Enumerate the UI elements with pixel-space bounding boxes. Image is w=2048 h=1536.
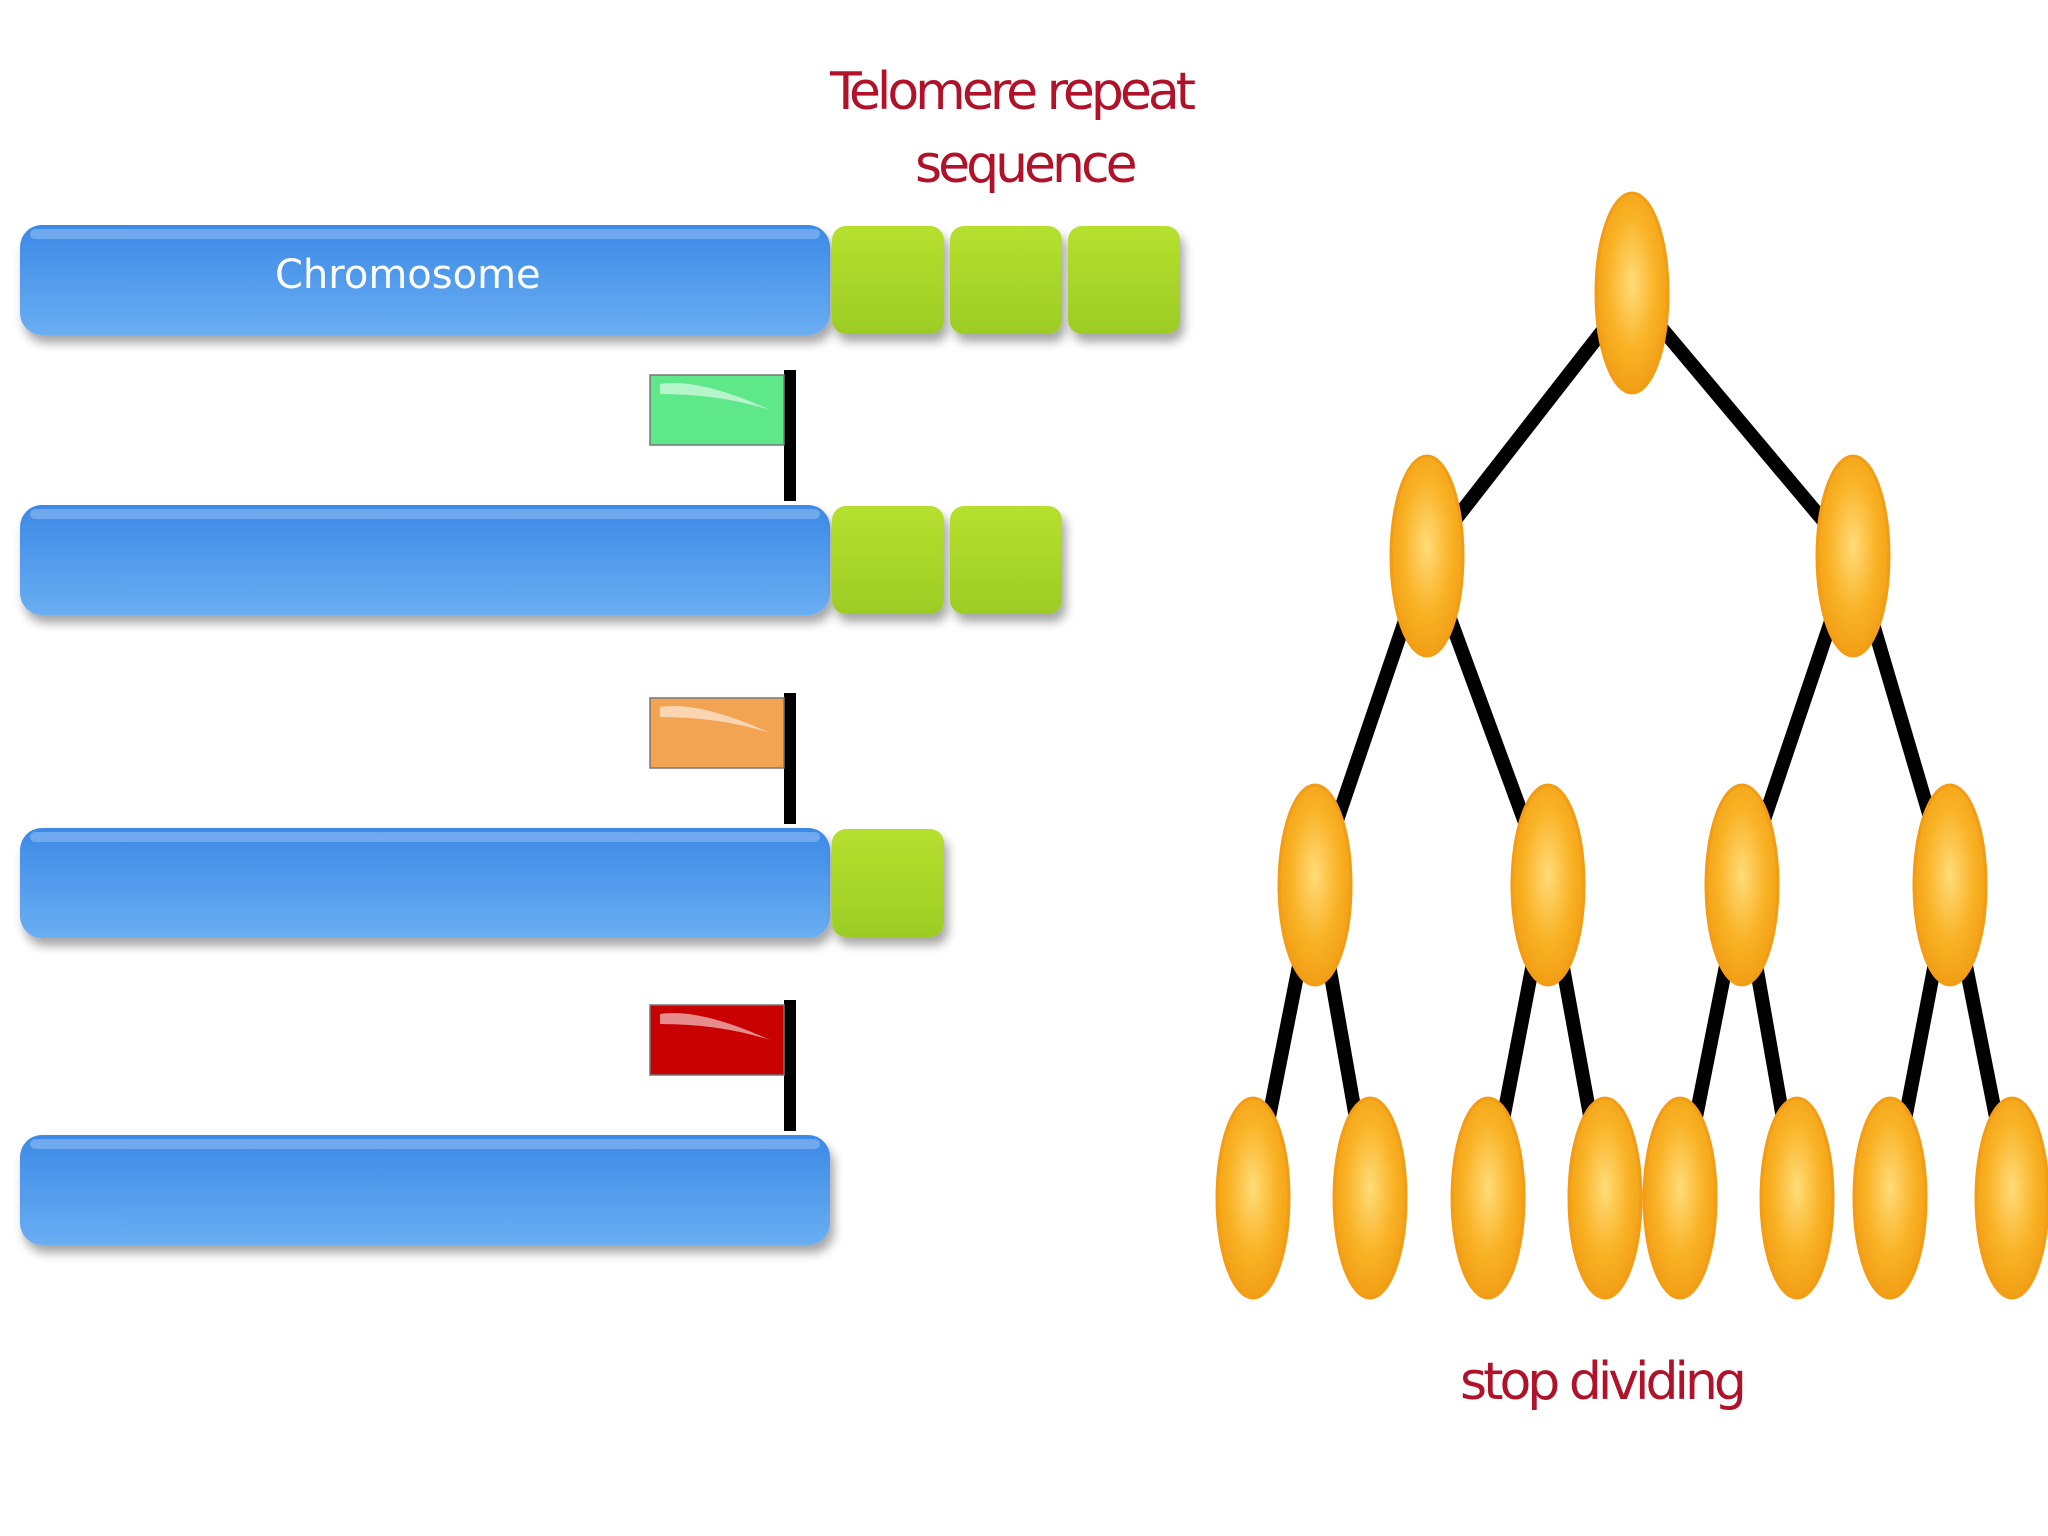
telomere-block bbox=[832, 226, 944, 334]
cell bbox=[1852, 1096, 1928, 1300]
cell bbox=[1567, 1096, 1643, 1300]
cell bbox=[1815, 454, 1891, 658]
cell bbox=[1759, 1096, 1835, 1300]
cells bbox=[1215, 191, 2048, 1300]
chromosome-label: Chromosome bbox=[275, 252, 541, 298]
telomere-block bbox=[1068, 226, 1180, 334]
chromosome-highlight bbox=[30, 832, 820, 842]
chromosome-bar bbox=[20, 225, 830, 335]
division-line bbox=[1626, 288, 1859, 561]
division-line bbox=[1421, 288, 1638, 561]
telomere-label-line2: sequence bbox=[915, 135, 1138, 195]
chromosome-row bbox=[20, 370, 1062, 615]
chromosome-row bbox=[20, 1000, 830, 1245]
telomere-label-line1: Telomere repeat bbox=[830, 62, 1196, 122]
cell bbox=[1912, 783, 1988, 987]
chromosome-highlight bbox=[30, 509, 820, 519]
flag-gloss bbox=[660, 1013, 770, 1040]
flag-gloss bbox=[660, 706, 770, 733]
stop-dividing-label: stop dividing bbox=[1460, 1352, 1747, 1412]
cell bbox=[1510, 783, 1586, 987]
chromosome-bar bbox=[20, 505, 830, 615]
chromosome-highlight bbox=[30, 1139, 820, 1149]
chromosome-row bbox=[20, 693, 944, 938]
chromosome-bar bbox=[20, 828, 830, 938]
chromosome-column bbox=[20, 225, 1180, 1245]
telomere-block bbox=[832, 829, 944, 937]
telomere-block bbox=[950, 506, 1062, 614]
cell bbox=[1642, 1096, 1718, 1300]
telomere-block bbox=[832, 506, 944, 614]
chromosome-highlight bbox=[30, 229, 820, 239]
flag-gloss bbox=[660, 383, 770, 410]
division-lines bbox=[1246, 288, 2019, 1200]
telomere-block bbox=[950, 226, 1062, 334]
cell bbox=[1215, 1096, 1291, 1300]
cell bbox=[1974, 1096, 2048, 1300]
cell bbox=[1332, 1096, 1408, 1300]
chromosome-row bbox=[20, 225, 1180, 335]
cell bbox=[1594, 191, 1670, 395]
cell-division-tree bbox=[1215, 191, 2048, 1300]
cell bbox=[1450, 1096, 1526, 1300]
cell bbox=[1704, 783, 1780, 987]
cell bbox=[1389, 454, 1465, 658]
chromosome-bar bbox=[20, 1135, 830, 1245]
cell bbox=[1277, 783, 1353, 987]
